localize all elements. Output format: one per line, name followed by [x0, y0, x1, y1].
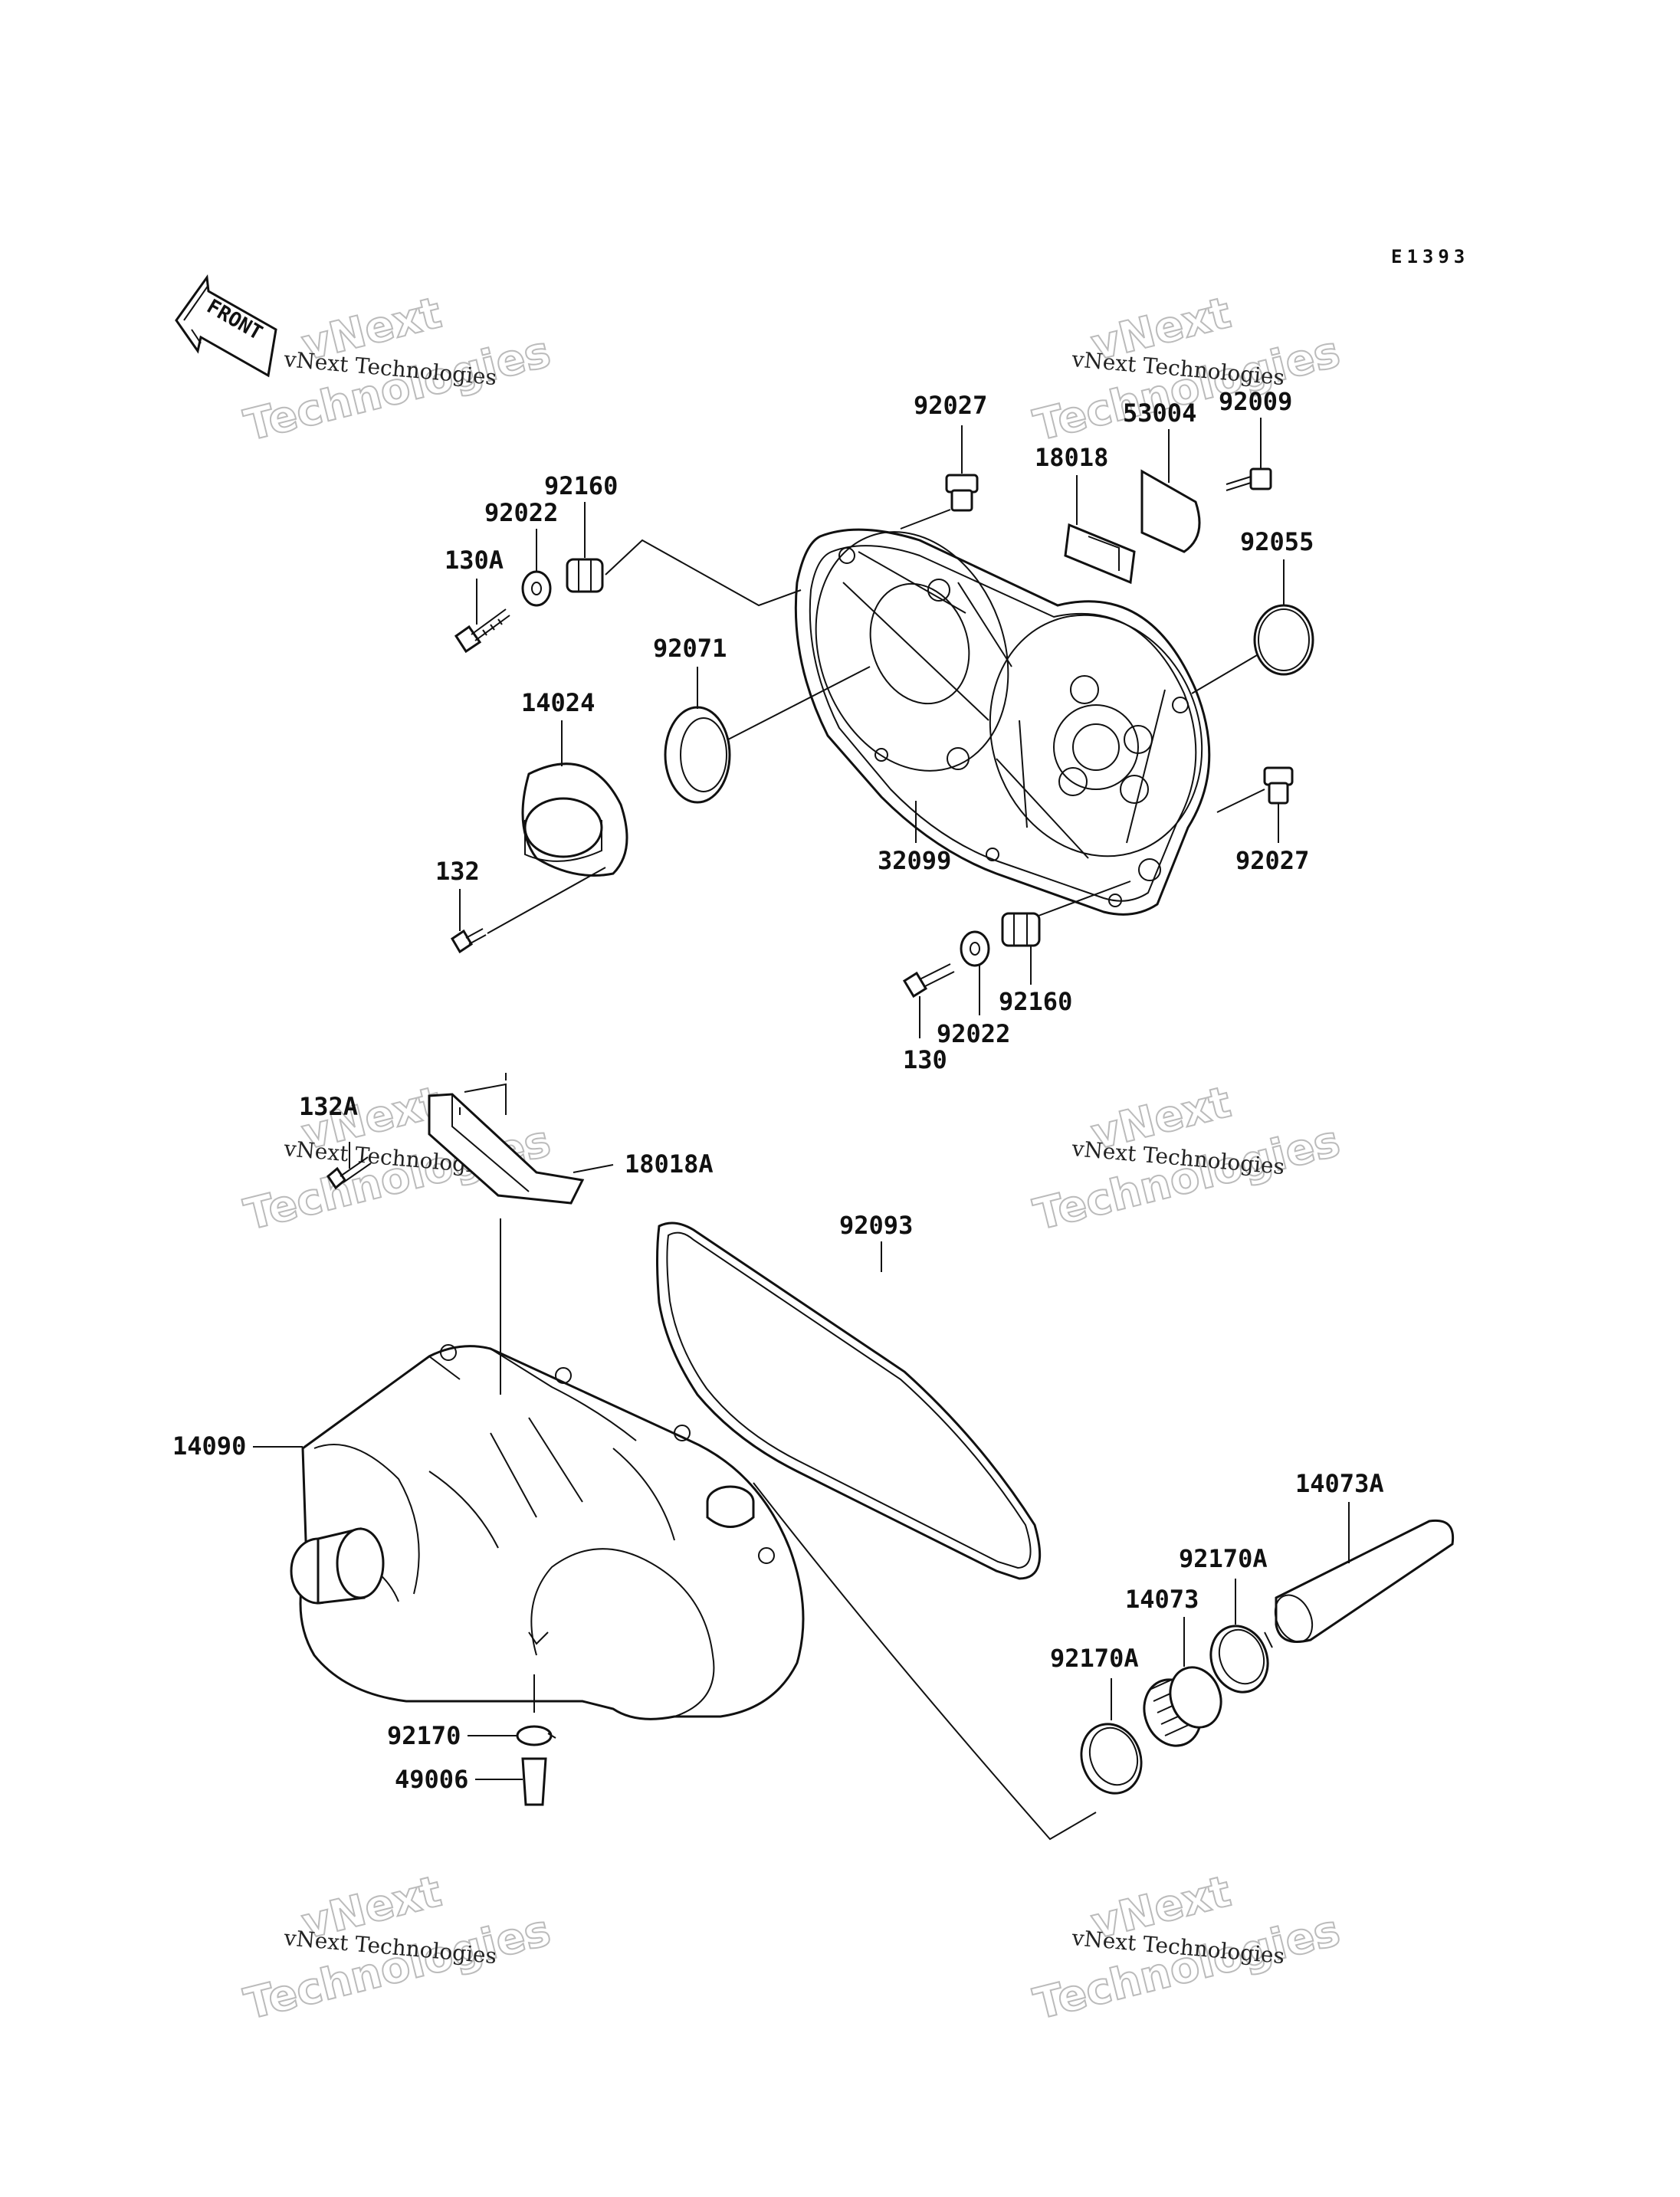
- label-130: 130: [903, 1045, 947, 1074]
- label-130A: 130A: [445, 546, 504, 575]
- label-92170A-top: 92170A: [1179, 1544, 1268, 1573]
- bolt-130: [902, 963, 955, 998]
- inner-cover-32099: [794, 528, 1211, 916]
- cover-14024: [521, 762, 628, 877]
- label-92022-top: 92022: [484, 498, 558, 527]
- grommet-92160-top: [566, 558, 604, 593]
- watermark-top-left: vNext Technologies vNext Technologies: [239, 287, 556, 452]
- label-53004: 53004: [1123, 398, 1196, 428]
- pin-92027-right: [1263, 766, 1294, 805]
- label-92055: 92055: [1240, 527, 1314, 556]
- clamp-92170: [516, 1725, 556, 1746]
- screw-92009: [1226, 467, 1272, 491]
- label-92160-bottom: 92160: [999, 987, 1072, 1016]
- grommet-92160-bottom: [1001, 912, 1041, 947]
- label-14024: 14024: [521, 688, 595, 717]
- clamp-92170A-top: [1209, 1625, 1273, 1694]
- watermark-mid-right: vNext Technologies vNext Technologies: [1029, 1077, 1346, 1241]
- bolt-130A: [454, 608, 510, 654]
- pin-92027-top: [945, 474, 979, 512]
- clamp-92170A-bottom: [1080, 1723, 1143, 1795]
- label-49006: 49006: [395, 1765, 468, 1794]
- washer-92022-bottom: [960, 930, 990, 967]
- outer-cover-14090: [290, 1344, 805, 1720]
- label-18018: 18018: [1035, 443, 1108, 472]
- gasket-92093: [656, 1221, 1042, 1580]
- label-92071: 92071: [653, 634, 727, 663]
- label-132A: 132A: [299, 1092, 358, 1121]
- front-arrow-icon: FRONT: [175, 274, 277, 378]
- bolt-132: [450, 928, 487, 954]
- watermark-bottom-right: vNext Technologies vNext Technologies: [1029, 1866, 1346, 2031]
- label-92027-right: 92027: [1235, 846, 1309, 875]
- heat-shield-18018A: [428, 1093, 585, 1205]
- o-ring-92055: [1253, 604, 1314, 676]
- label-92022-bottom: 92022: [937, 1019, 1010, 1048]
- label-18018A: 18018A: [625, 1149, 714, 1179]
- label-132: 132: [435, 857, 480, 886]
- drain-tube-49006: [521, 1757, 547, 1806]
- bolt-132A: [326, 1156, 372, 1190]
- washer-92022-top: [521, 570, 552, 607]
- label-14090: 14090: [172, 1431, 246, 1461]
- heat-shield-18018: [1064, 523, 1136, 585]
- watermark-bottom-left: vNext Technologies vNext Technologies: [239, 1866, 556, 2031]
- duct-14073A: [1274, 1519, 1455, 1643]
- hose-14073: [1143, 1666, 1222, 1747]
- label-92027-top: 92027: [914, 391, 987, 420]
- oil-seal-92071: [664, 706, 731, 804]
- diagram-code: E1393: [1391, 246, 1469, 267]
- plate-53004: [1140, 469, 1201, 553]
- label-14073: 14073: [1125, 1585, 1199, 1614]
- label-14073A: 14073A: [1295, 1469, 1384, 1498]
- label-92170: 92170: [387, 1721, 461, 1750]
- label-92093: 92093: [839, 1211, 913, 1240]
- label-92009: 92009: [1219, 387, 1292, 416]
- label-32099: 32099: [878, 846, 951, 875]
- label-92170A-bottom: 92170A: [1050, 1644, 1139, 1673]
- label-92160-top: 92160: [544, 471, 618, 500]
